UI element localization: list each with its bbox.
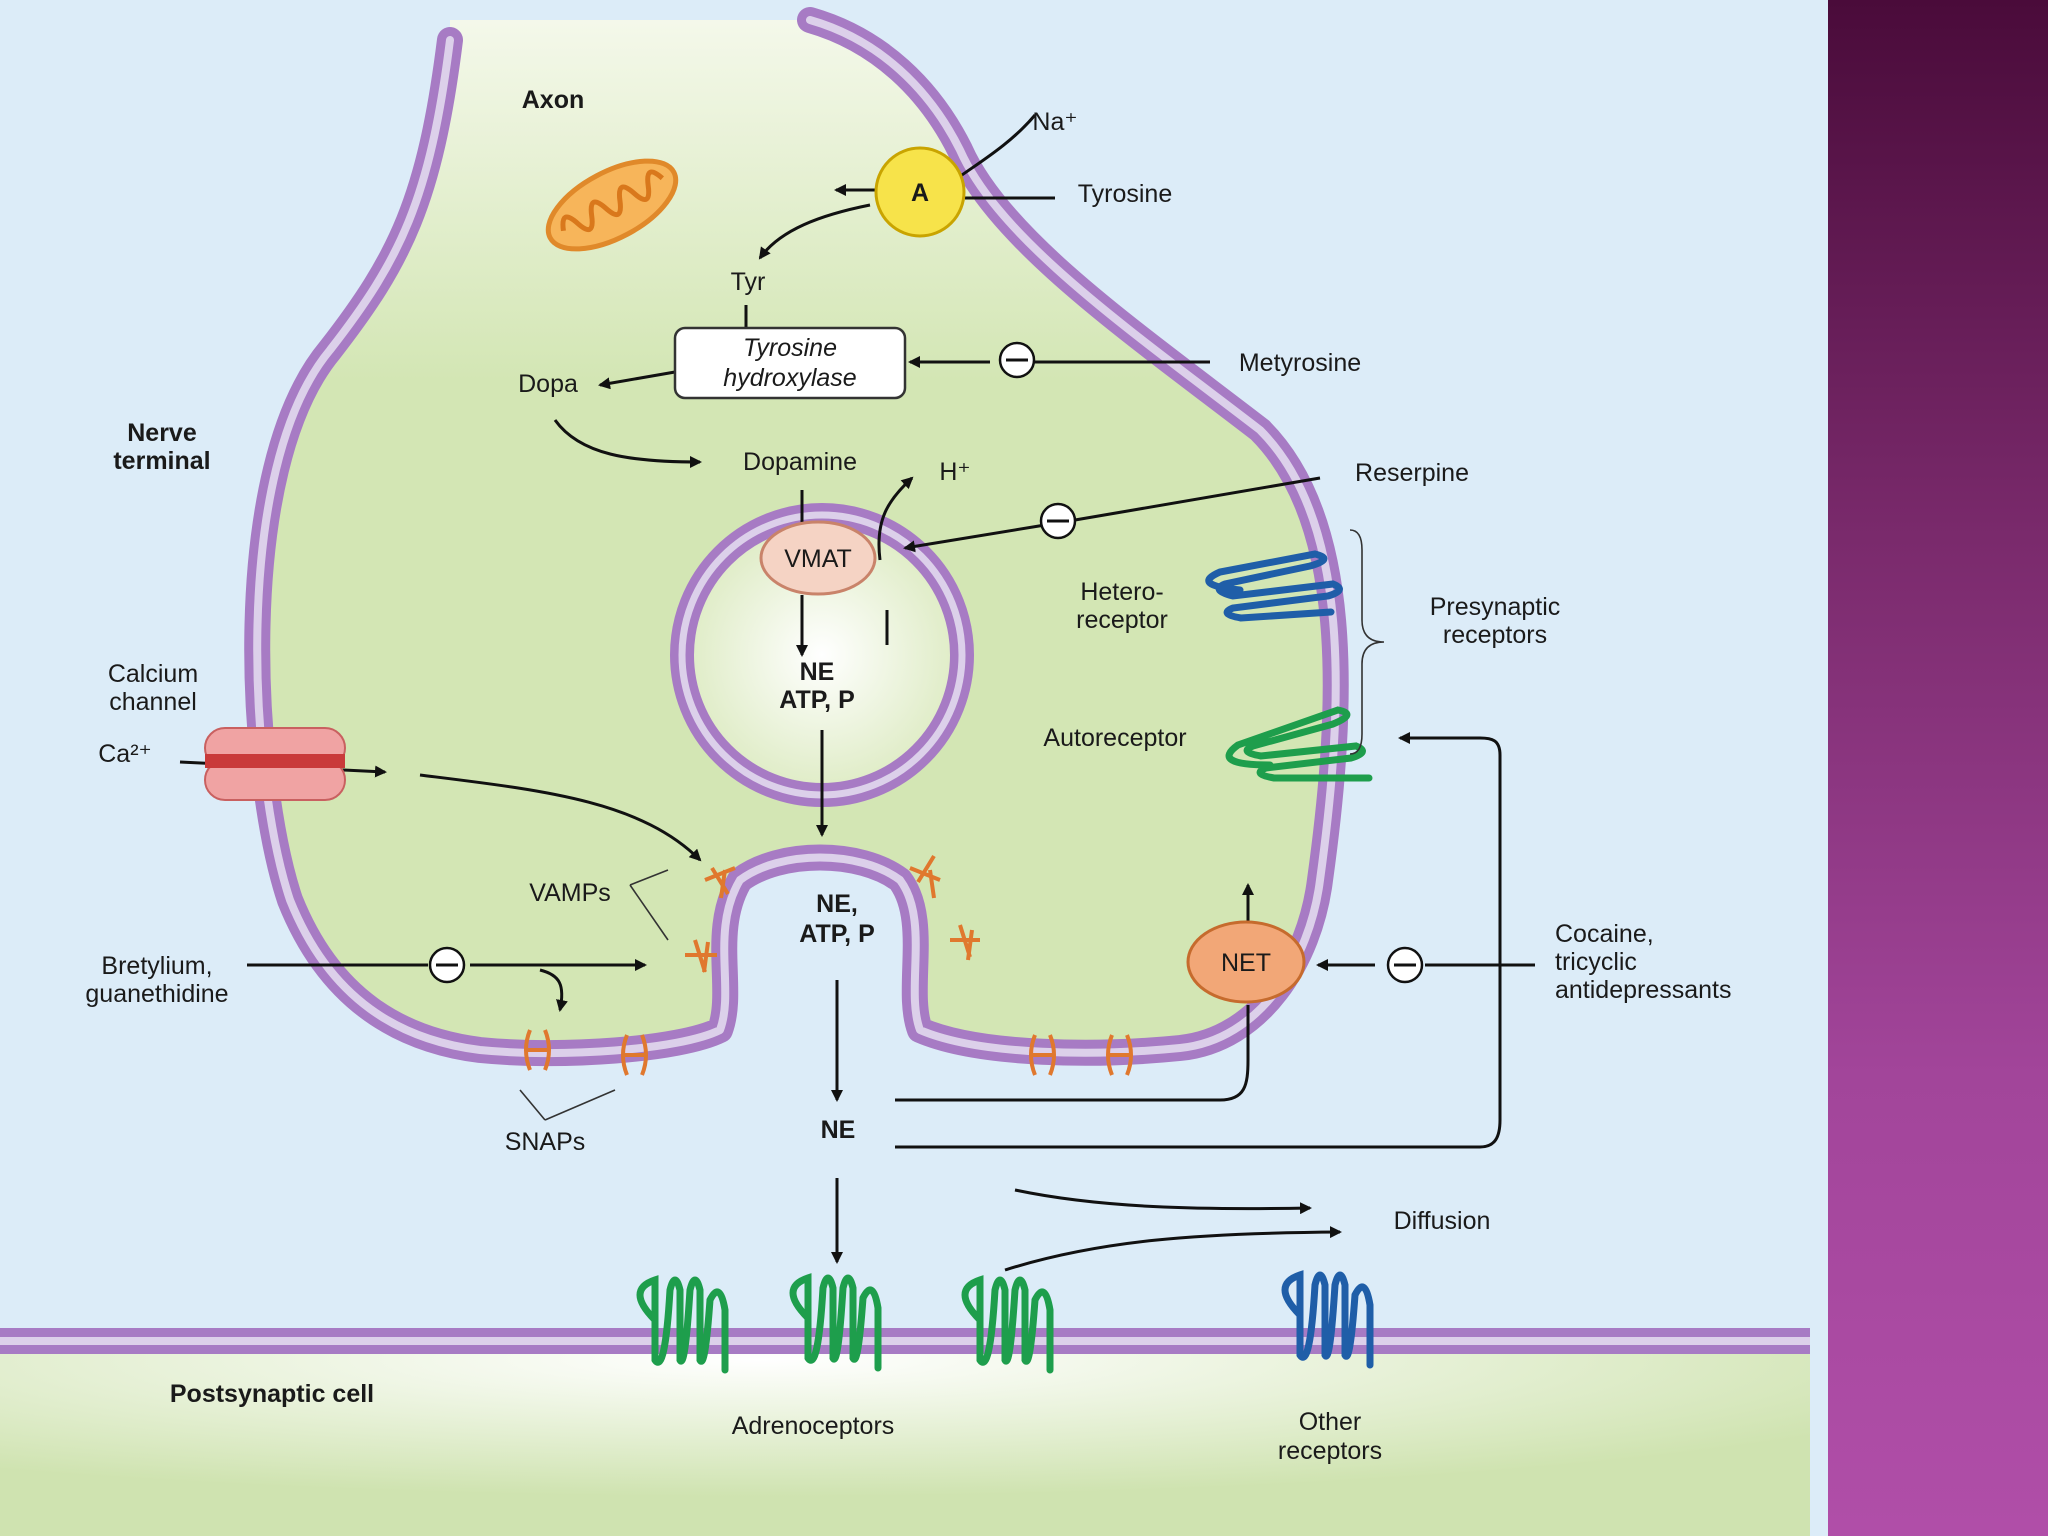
snaps-label: SNAPs <box>505 1128 586 1156</box>
reserpine-label: Reserpine <box>1355 459 1469 487</box>
postsynaptic-cell-background <box>0 1340 1810 1536</box>
snap-proteins <box>524 1029 1133 1076</box>
dopamine-label: Dopamine <box>743 448 857 476</box>
nerve-terminal-label: Nerve <box>127 419 197 447</box>
vmat-transporter: VMAT <box>759 520 877 596</box>
autoreceptor-icon <box>1225 706 1373 782</box>
cocaine-label: tricyclic <box>1555 948 1637 976</box>
minus-circle-icon <box>1386 946 1424 984</box>
cocaine-label: Cocaine, <box>1555 920 1654 948</box>
decorative-side-panel <box>1828 0 2048 1536</box>
sodium-label: Na⁺ <box>1032 108 1077 136</box>
proton-label: H⁺ <box>939 458 970 486</box>
bretylium-label: Bretylium, <box>101 952 212 980</box>
tyrosine-hydroxylase-box <box>673 326 907 400</box>
diffusion-label: Diffusion <box>1394 1207 1491 1235</box>
adrenoceptors-label: Adrenoceptors <box>732 1412 895 1440</box>
synaptic-vesicle <box>687 520 957 790</box>
seven-transmembrane-receptor-icon <box>636 1273 1054 1374</box>
vamp-proteins <box>685 854 980 973</box>
postsynaptic-cell-label: Postsynaptic cell <box>170 1380 374 1408</box>
cocaine-label: antidepressants <box>1555 976 1732 1004</box>
svg-text:NET: NET <box>1221 949 1271 977</box>
seven-transmembrane-receptor-icon <box>1281 1270 1374 1369</box>
other-receptors-label: Other <box>1299 1408 1362 1436</box>
dopa-label: Dopa <box>518 370 578 398</box>
heteroreceptor-icon <box>1205 550 1343 622</box>
vesicle-contents-label: ATP, P <box>779 686 855 714</box>
calcium-ion-label: Ca²⁺ <box>98 740 151 768</box>
enzyme-label: hydroxylase <box>723 364 856 392</box>
presynaptic-receptors-label: receptors <box>1443 621 1547 649</box>
metyrosine-label: Metyrosine <box>1239 349 1361 377</box>
net-transporter: NET <box>1186 920 1306 1004</box>
vesicle-contents-label: NE <box>800 658 835 686</box>
calcium-channel-label: channel <box>109 688 197 716</box>
autoreceptor-label: Autoreceptor <box>1043 724 1186 752</box>
bretylium-label: guanethidine <box>85 980 228 1008</box>
nerve-terminal-label: terminal <box>113 447 210 475</box>
presynaptic-receptors-brace <box>1349 529 1385 755</box>
heteroreceptor-label: receptor <box>1076 606 1168 634</box>
tyr-label: Tyr <box>731 268 766 296</box>
svg-text:VMAT: VMAT <box>784 545 852 573</box>
heteroreceptor-label: Hetero- <box>1080 578 1163 606</box>
noradrenergic-synapse-diagram: A Tyrosine hydroxylase VMAT NET <box>0 0 1828 1536</box>
transporter-a: A <box>874 146 966 238</box>
fusion-contents-label: ATP, P <box>799 920 875 948</box>
tyrosine-label: Tyrosine <box>1078 180 1172 208</box>
calcium-channel-label: Calcium <box>108 660 198 688</box>
other-receptors-label: receptors <box>1278 1437 1382 1465</box>
vamps-label: VAMPs <box>529 879 611 907</box>
fusion-contents-label: NE, <box>816 890 858 918</box>
minus-circle-icon <box>998 341 1036 379</box>
svg-text:A: A <box>911 179 929 207</box>
axon-label: Axon <box>522 86 585 114</box>
ne-label: NE <box>821 1116 856 1144</box>
minus-circle-icon <box>428 946 466 984</box>
minus-circle-icon <box>1039 502 1077 540</box>
mitochondrion-icon <box>545 158 679 252</box>
presynaptic-receptors-label: Presynaptic <box>1430 593 1561 621</box>
enzyme-label: Tyrosine <box>743 334 837 362</box>
calcium-channel-icon <box>204 727 346 801</box>
